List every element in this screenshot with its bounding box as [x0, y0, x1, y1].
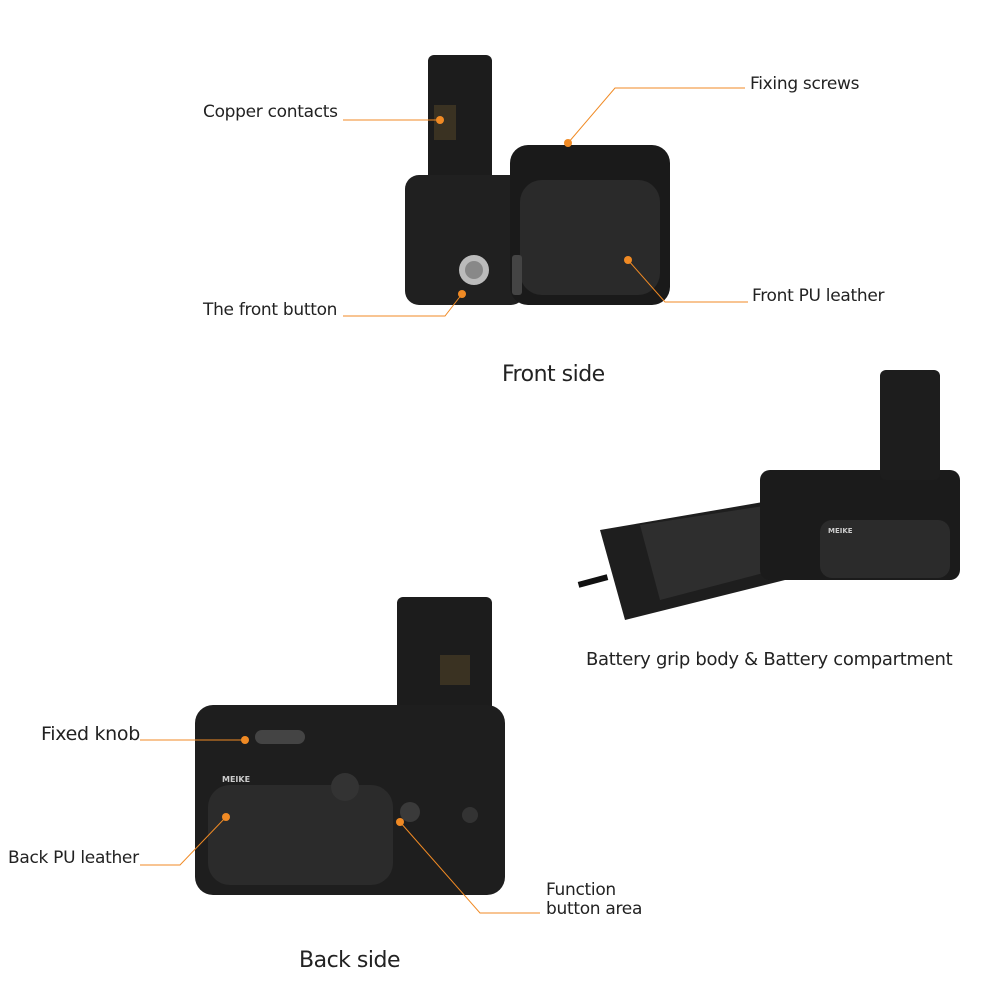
front-grip-image — [405, 55, 670, 305]
label-back-pu-leather: Back PU leather — [8, 848, 139, 868]
label-front-button: The front button — [203, 300, 338, 320]
svg-text:MEIKE: MEIKE — [222, 775, 250, 784]
callout-lines — [140, 87, 748, 914]
label-fixed-knob: Fixed knob — [41, 723, 141, 745]
caption-battery-compartment: Battery grip body & Battery compartment — [586, 649, 953, 670]
side-grip-image: MEIKE — [577, 370, 960, 620]
label-function-line1: Function — [546, 880, 616, 900]
label-function-button-area: Function button area — [546, 881, 642, 919]
back-grip-image: MEIKE — [195, 597, 505, 895]
brand-logo: MEIKE — [828, 527, 853, 535]
label-copper-contacts: Copper contacts — [203, 102, 338, 122]
caption-back-side: Back side — [299, 948, 400, 973]
label-function-line2: button area — [546, 899, 643, 919]
caption-front-side: Front side — [502, 362, 605, 387]
callout-dots — [222, 116, 632, 826]
label-front-pu-leather: Front PU leather — [752, 286, 885, 306]
label-fixing-screws: Fixing screws — [750, 74, 860, 94]
